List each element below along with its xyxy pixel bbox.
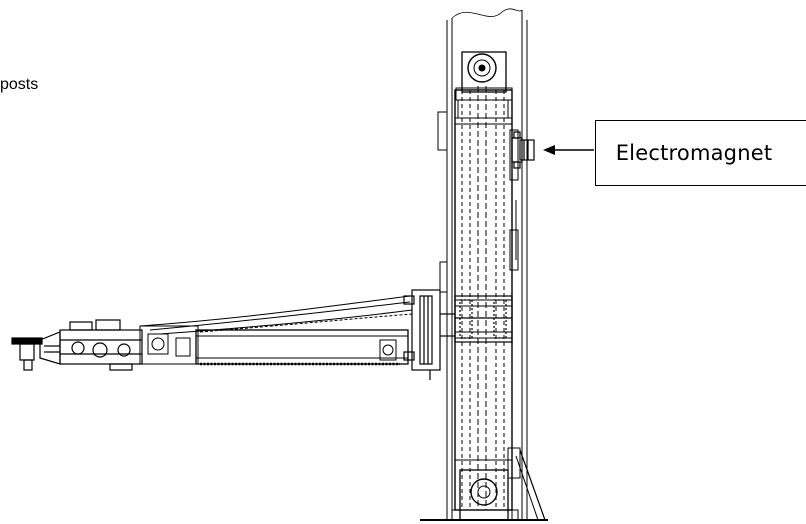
horizontal-arm bbox=[139, 295, 413, 366]
electromagnet-unit bbox=[511, 131, 535, 169]
electromagnet-callout-box: Electromagnet bbox=[595, 120, 806, 186]
top-pulley bbox=[455, 51, 513, 118]
carriage bbox=[454, 295, 513, 343]
vertical-column bbox=[437, 8, 528, 520]
bottom-drive bbox=[420, 447, 548, 521]
arm-mount bbox=[403, 289, 455, 380]
gripper-head bbox=[11, 319, 143, 371]
callout-arrow bbox=[543, 145, 594, 155]
electromagnet-label: Electromagnet bbox=[615, 141, 773, 165]
cropped-label-text: posts bbox=[0, 76, 39, 93]
